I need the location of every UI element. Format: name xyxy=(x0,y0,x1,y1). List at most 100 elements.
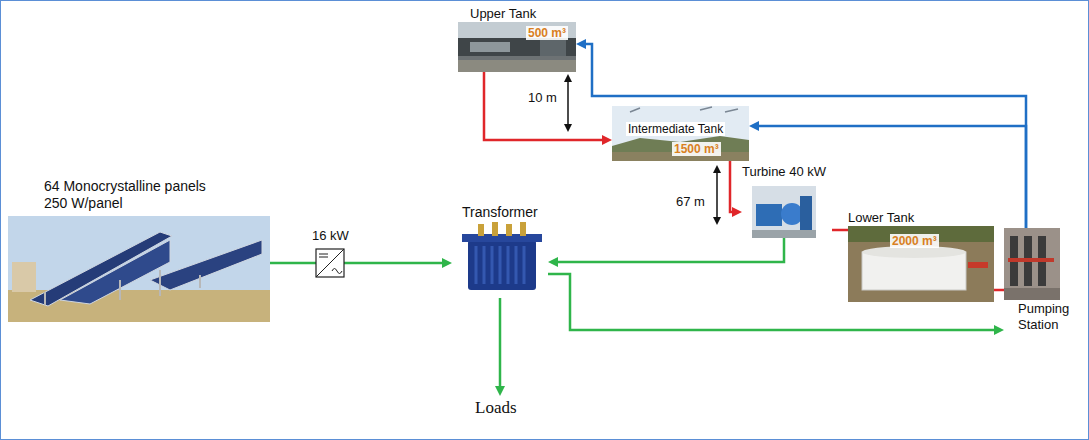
dimension-head xyxy=(713,165,721,173)
arrow-head xyxy=(749,121,759,131)
photo-floor xyxy=(752,230,816,238)
transformer-fins xyxy=(476,246,524,284)
photo-building xyxy=(12,262,36,292)
connector-line xyxy=(994,289,1004,292)
flow-connector xyxy=(994,290,1004,291)
upper-tank-photo xyxy=(458,22,576,72)
pumping-station-node: Pumping Station xyxy=(1004,228,1086,336)
transformer-picture xyxy=(462,222,542,290)
edge-label: 16 kW xyxy=(310,228,351,244)
node-title: Pumping Station xyxy=(1018,301,1084,332)
transformer-bushing xyxy=(478,224,484,236)
panel-array xyxy=(30,232,172,306)
node-value: 2000 m³ xyxy=(890,234,939,248)
dimension-arrow xyxy=(713,165,721,225)
panel-stand xyxy=(45,270,200,305)
photo-ground xyxy=(848,226,994,302)
connector-line xyxy=(270,262,446,265)
transformer-bushing xyxy=(492,222,498,236)
transformer-bushing xyxy=(506,224,512,236)
turbine-wheel xyxy=(781,203,803,225)
flow-connector xyxy=(832,230,848,231)
node-title: Transformer xyxy=(462,204,538,221)
dc-mark xyxy=(319,254,328,257)
transformer-body xyxy=(468,240,536,290)
connector-line xyxy=(499,298,502,390)
tank-node: Lower Tank 2000 m³ xyxy=(848,210,994,302)
connector-line xyxy=(582,44,1026,228)
tank-node: Upper Tank 500 m³ xyxy=(458,4,576,72)
flow-connector xyxy=(270,258,452,268)
transformer-lid xyxy=(462,234,542,242)
node-title: Loads xyxy=(475,398,517,418)
dimension-head xyxy=(713,217,721,225)
turbine-pipe xyxy=(800,196,812,230)
intermediate-tank-photo xyxy=(612,106,749,161)
inverter-symbol xyxy=(316,249,344,277)
node-value: 1500 m³ xyxy=(672,142,721,156)
panel-array xyxy=(60,240,170,304)
photo-room xyxy=(1004,228,1060,300)
photo-water xyxy=(470,42,510,52)
arrow-head xyxy=(602,135,612,145)
flow-connector xyxy=(548,274,1004,335)
arrow-head xyxy=(548,257,558,267)
photo-floor xyxy=(1004,288,1060,300)
photo-pipe xyxy=(968,262,988,268)
node-title: Lower Tank xyxy=(848,210,914,226)
dimension-label: 67 m xyxy=(675,194,706,210)
dimension-arrow xyxy=(564,74,572,132)
node-title: Upper Tank xyxy=(470,6,536,22)
photo-wall xyxy=(458,38,576,56)
photo-sky xyxy=(612,106,749,161)
transformer-node: Transformer xyxy=(452,204,548,298)
photo-hill xyxy=(612,136,749,161)
connector-line xyxy=(832,229,848,232)
photo-cables xyxy=(630,107,738,112)
dimension-label: 10 m xyxy=(527,90,558,106)
dimension-head xyxy=(564,124,572,132)
arrow-head xyxy=(732,207,742,217)
connector-line xyxy=(548,274,998,330)
ac-mark xyxy=(332,269,342,274)
photo-soil xyxy=(458,60,576,72)
arrow-head xyxy=(576,39,586,49)
arrow-head xyxy=(442,258,452,268)
photo-ground xyxy=(458,22,576,72)
dimension-head xyxy=(564,74,572,82)
flow-connector xyxy=(730,161,742,217)
transformer-bushing xyxy=(520,222,526,236)
pump-pipe xyxy=(1008,258,1054,262)
turbine-casing xyxy=(756,204,782,226)
arrow-head xyxy=(495,386,505,396)
flow-connector xyxy=(576,39,1026,228)
flow-connector xyxy=(548,238,784,267)
dimension-line xyxy=(716,171,718,219)
panel-array xyxy=(150,240,262,290)
node-title: 64 Monocrystalline panels 250 W/panel xyxy=(44,178,220,212)
connector-line xyxy=(730,161,736,212)
turbine-photo xyxy=(752,186,816,238)
loads-node: Loads xyxy=(470,396,532,422)
arrow-head xyxy=(994,325,1004,335)
node-title: Intermediate Tank xyxy=(626,122,725,136)
connector-line xyxy=(484,72,606,140)
solar-panels-photo xyxy=(8,216,270,322)
flow-connector xyxy=(495,298,505,396)
photo-room xyxy=(752,186,816,238)
pv-array-node: 64 Monocrystalline panels 250 W/panel xyxy=(8,178,270,322)
tank-node: Intermediate Tank 1500 m³ xyxy=(612,106,749,161)
inverter-diagonal xyxy=(316,249,344,277)
turbine-node: Turbine 40 kW xyxy=(742,164,832,238)
inverter-box xyxy=(316,249,344,277)
photo-sky xyxy=(8,216,270,322)
node-title: Turbine 40 kW xyxy=(742,164,826,180)
pumping-station-photo xyxy=(1004,228,1060,300)
photo-structure xyxy=(540,40,566,56)
node-value: 500 m³ xyxy=(526,26,568,40)
lower-tank-photo xyxy=(848,226,994,302)
